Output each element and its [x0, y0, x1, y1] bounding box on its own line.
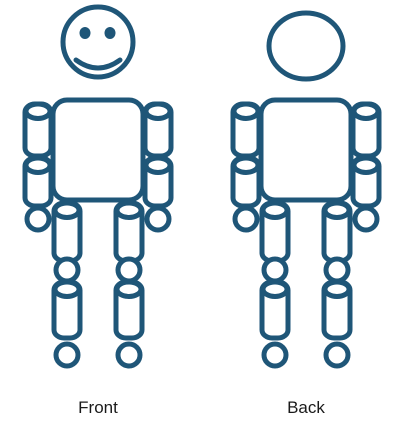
front-left-upper-arm-rim: [26, 104, 50, 118]
front-right-foot: [118, 344, 140, 366]
front-figure: [25, 7, 171, 366]
front-right-forearm-rim: [146, 158, 170, 172]
front-right-thigh: [116, 203, 142, 261]
back-left-foot: [264, 344, 286, 366]
front-right-shin-rim: [117, 282, 141, 296]
front-right-hand: [147, 208, 169, 230]
back-right-thigh: [324, 203, 350, 261]
back-left-hand: [235, 208, 257, 230]
front-right-thigh-rim: [117, 203, 141, 217]
back-left-shin-rim: [263, 282, 287, 296]
front-right-shin: [116, 282, 142, 338]
back-left-knee: [264, 259, 286, 281]
back-left-forearm-rim: [234, 158, 258, 172]
front-left-hand: [27, 208, 49, 230]
back-right-shin: [324, 282, 350, 338]
back-right-foot: [326, 344, 348, 366]
back-figure: [233, 13, 379, 366]
back-right-thigh-rim: [325, 203, 349, 217]
back-left-upper-arm: [233, 104, 259, 156]
back-left-thigh: [262, 203, 288, 261]
front-right-forearm: [145, 158, 171, 206]
back-left-shin: [262, 282, 288, 338]
front-left-foot: [56, 344, 78, 366]
front-left-thigh-rim: [55, 203, 79, 217]
front-left-upper-arm: [25, 104, 51, 156]
front-left-knee: [56, 259, 78, 281]
front-left-thigh: [54, 203, 80, 261]
back-left-forearm: [233, 158, 259, 206]
back-right-upper-arm: [353, 104, 379, 156]
back-torso: [261, 100, 351, 200]
front-left-eye: [80, 27, 91, 39]
back-left-thigh-rim: [263, 203, 287, 217]
back-head: [269, 13, 343, 79]
back-right-knee: [326, 259, 348, 281]
front-right-knee: [118, 259, 140, 281]
front-left-forearm: [25, 158, 51, 206]
back-right-forearm-rim: [354, 158, 378, 172]
back-left-upper-arm-rim: [234, 104, 258, 118]
back-right-forearm: [353, 158, 379, 206]
front-right-upper-arm-rim: [146, 104, 170, 118]
back-figure-label: Back: [246, 398, 366, 418]
back-right-hand: [355, 208, 377, 230]
front-left-shin-rim: [55, 282, 79, 296]
front-left-shin: [54, 282, 80, 338]
front-left-forearm-rim: [26, 158, 50, 172]
front-right-eye: [105, 27, 116, 39]
back-right-shin-rim: [325, 282, 349, 296]
front-figure-label: Front: [38, 398, 158, 418]
front-right-upper-arm: [145, 104, 171, 156]
front-torso: [53, 100, 143, 200]
back-right-upper-arm-rim: [354, 104, 378, 118]
